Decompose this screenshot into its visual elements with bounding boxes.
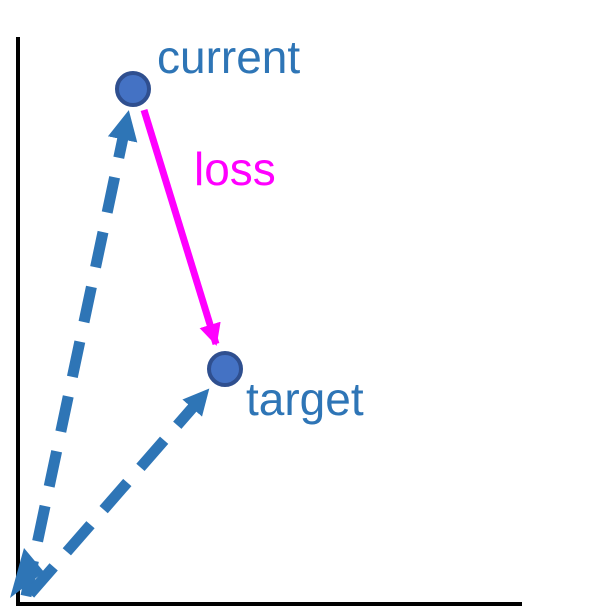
current-point <box>115 71 151 107</box>
origin-arrowhead-icon <box>10 548 44 598</box>
target-vector-arrow <box>25 386 213 598</box>
loss-arrow <box>140 108 221 346</box>
target-point <box>207 351 243 387</box>
target-label: target <box>246 373 364 425</box>
current-label: current <box>157 31 300 83</box>
current-vector-arrow <box>20 110 138 598</box>
loss-label: loss <box>194 143 276 195</box>
